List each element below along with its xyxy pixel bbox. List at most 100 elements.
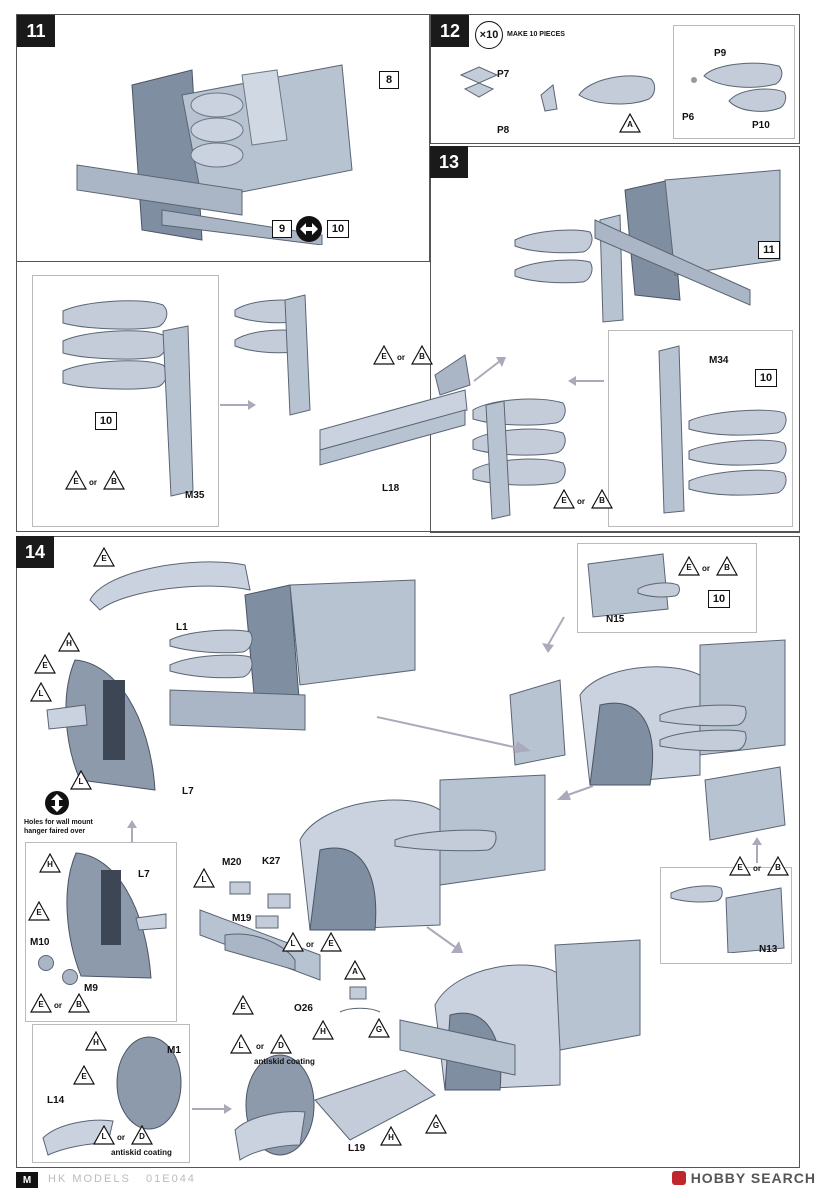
bomb-rack-frame-art bbox=[234, 294, 471, 466]
color-e-marker: E bbox=[65, 470, 87, 490]
part-l18: L18 bbox=[382, 483, 400, 494]
color-h-marker: H bbox=[85, 1031, 107, 1051]
make-pieces-note: MAKE 10 PIECES bbox=[507, 31, 565, 38]
small-detail-art bbox=[339, 986, 381, 1013]
color-b-marker: B bbox=[411, 345, 433, 365]
arrow-up-icon bbox=[127, 820, 137, 842]
part-m1: M1 bbox=[167, 1045, 181, 1056]
color-h-marker: H bbox=[39, 853, 61, 873]
step-11-panel: 11 8 9 10 bbox=[16, 14, 430, 262]
color-b-marker: B bbox=[767, 856, 789, 876]
part-m9: M9 bbox=[84, 983, 98, 994]
color-e-marker: E bbox=[73, 1065, 95, 1085]
fuselage-middle-art bbox=[299, 774, 546, 931]
color-g-marker: G bbox=[368, 1018, 390, 1038]
bulkhead-art bbox=[46, 659, 156, 791]
arrow-right-icon bbox=[192, 1104, 232, 1114]
step-14-number: 14 bbox=[16, 536, 54, 568]
color-l-marker: L bbox=[282, 932, 304, 952]
footer: M HK MODELS 01E044 HOBBY SEARCH bbox=[16, 1170, 816, 1192]
or-text: or bbox=[753, 864, 761, 873]
color-e-marker: E bbox=[28, 901, 50, 921]
color-h-marker: H bbox=[312, 1020, 334, 1040]
bomb-rack-assembled-art bbox=[472, 398, 566, 520]
bomb-fin-art bbox=[459, 66, 499, 98]
bulkhead-inner-art bbox=[66, 852, 167, 979]
fuselage-assembly-art bbox=[76, 64, 353, 245]
part-n13: N13 bbox=[759, 944, 778, 955]
bomb-rack-right-art bbox=[658, 345, 787, 514]
color-h-marker: H bbox=[58, 632, 80, 652]
footer-brand: HK MODELS bbox=[48, 1173, 131, 1185]
fuselage-closed-art bbox=[509, 639, 786, 786]
fuselage-main-art bbox=[169, 579, 416, 731]
side-panel-art bbox=[587, 553, 680, 618]
part-n15: N15 bbox=[606, 614, 625, 625]
arrow-right-icon bbox=[376, 716, 531, 753]
or-text: or bbox=[89, 478, 97, 487]
arrow-down-left-icon bbox=[542, 616, 565, 653]
part-k27: K27 bbox=[262, 856, 281, 867]
fuselage-final-art bbox=[399, 939, 641, 1091]
step-13-number: 13 bbox=[430, 146, 468, 178]
arrow-left-icon bbox=[557, 785, 594, 800]
part-l7: L7 bbox=[138, 869, 150, 880]
arrow-right-icon bbox=[220, 400, 256, 410]
part-m10: M10 bbox=[30, 937, 50, 948]
color-l-marker: L bbox=[230, 1034, 252, 1054]
color-l-marker: L bbox=[30, 682, 52, 702]
part-p8: P8 bbox=[497, 125, 510, 136]
step-14-left-inset: H L7 E M10 M9 E or B bbox=[25, 842, 177, 1022]
bulkhead-m1-art bbox=[116, 1036, 182, 1130]
ref-step-10: 10 bbox=[327, 220, 349, 238]
color-b-marker: B bbox=[68, 993, 90, 1013]
arrow-up-icon bbox=[752, 837, 762, 863]
floor-beam-art bbox=[199, 909, 321, 981]
step-14-right-inset: E or B N13 bbox=[660, 856, 792, 964]
bomb-art bbox=[540, 75, 656, 112]
color-b-marker: B bbox=[591, 489, 613, 509]
bomb-rack-art bbox=[62, 300, 194, 497]
step-13-left-inset: 10 E or B M35 bbox=[32, 275, 219, 527]
color-e-marker: E bbox=[553, 489, 575, 509]
part-m34: M34 bbox=[709, 355, 729, 366]
step-14-bottom-inset: H M1 E L14 L or D antiskid coating bbox=[32, 1024, 190, 1163]
bomb-halves-art bbox=[691, 62, 787, 112]
or-text: or bbox=[577, 497, 585, 506]
or-text: or bbox=[256, 1042, 264, 1051]
or-text: or bbox=[397, 353, 405, 362]
multiplier-text: ×10 bbox=[479, 29, 499, 41]
color-d-marker: D bbox=[270, 1034, 292, 1054]
color-e-marker: E bbox=[34, 654, 56, 674]
part-p6: P6 bbox=[682, 112, 695, 123]
part-o26: O26 bbox=[294, 1003, 313, 1014]
canopy-art bbox=[89, 561, 251, 611]
color-e-marker: E bbox=[373, 345, 395, 365]
small-boxes-art bbox=[229, 881, 291, 929]
step-number: 12 bbox=[431, 15, 469, 47]
arrow-left-icon bbox=[568, 376, 604, 386]
or-text: or bbox=[702, 564, 710, 573]
ref-step-9: 9 bbox=[272, 220, 292, 238]
color-l-marker: L bbox=[193, 868, 215, 888]
or-text: or bbox=[306, 940, 314, 949]
side-panel-n13-art bbox=[670, 885, 785, 953]
color-b-marker: B bbox=[103, 470, 125, 490]
floor-l14-art bbox=[42, 1119, 114, 1156]
multiplier-badge: ×10 bbox=[475, 21, 503, 49]
part-l7: L7 bbox=[182, 786, 194, 797]
part-m19: M19 bbox=[232, 913, 252, 924]
part-m35: M35 bbox=[185, 490, 205, 501]
color-e-marker: E bbox=[320, 932, 342, 952]
color-e-marker: E bbox=[232, 995, 254, 1015]
part-l1: L1 bbox=[176, 622, 188, 633]
part-l14: L14 bbox=[47, 1095, 65, 1106]
step-12-panel: 12 ×10 MAKE 10 PIECES P7 P8 A P9 P6 P10 bbox=[430, 14, 800, 144]
ref-step-10: 10 bbox=[95, 412, 117, 430]
color-e-marker: E bbox=[30, 993, 52, 1013]
step-13-right-inset: M34 10 E or B bbox=[553, 330, 793, 527]
ref-step-10: 10 bbox=[755, 369, 777, 387]
disc-m9 bbox=[62, 969, 78, 985]
or-text: or bbox=[54, 1001, 62, 1010]
color-b-marker: B bbox=[716, 556, 738, 576]
